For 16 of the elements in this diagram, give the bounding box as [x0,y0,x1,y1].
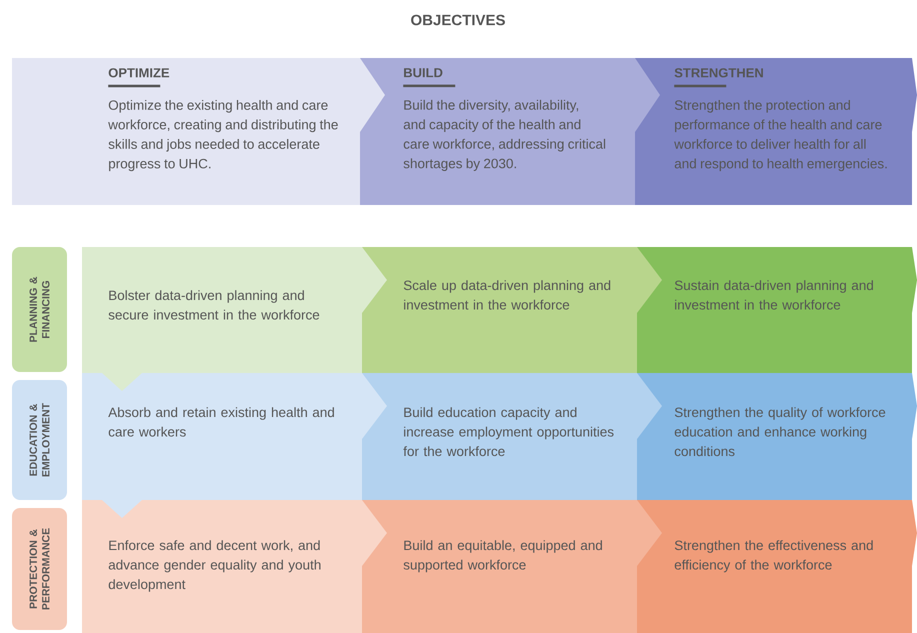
objective-panel: STRENGTHEN Strengthen the protection and performance of the health and care workforce to deliver health for all and respond to health emergencies. [635,58,917,205]
objective-panel: BUILD Build the diversity, availability, and capacity of the health and care workforce, addressing critical shortages by 2030. [360,58,660,205]
goal-panel: Strengthen the quality of workforce education and enhance working conditions [637,373,917,500]
goal-panel: Enforce safe and decent work, and advance gender equality and youth development [82,500,387,633]
goal-panel: Build education capacity and increase employment opportunities for the workforce [362,373,662,500]
goal-panel: Strengthen the effectiveness and efficiency of the workforce [637,500,917,633]
goal-panel: Absorb and retain existing health and care workers [82,373,387,518]
goal-panel: Sustain data-driven planning and investment in the workforce [637,247,917,373]
goal-panel: Bolster data-driven planning and secure investment in the workforce [82,247,387,391]
goal-panel: Scale up data-driven planning and investment in the workforce [362,247,662,373]
objective-panel: OPTIMIZE Optimize the existing health and care workforce, creating and distributing the skills and jobs needed to accelerate progress to UHC. [12,58,385,205]
row-label-tab: EDUCATION & EMPLOYMENT [12,380,67,500]
row-label-tab: PROTECTION & PERFORMANCE [12,508,67,630]
title: OBJECTIVES [411,14,505,26]
goal-panel: Build an equitable, equipped and supported workforce [362,500,662,633]
row-label-tab: PLANNING & FINANCING [12,247,67,372]
